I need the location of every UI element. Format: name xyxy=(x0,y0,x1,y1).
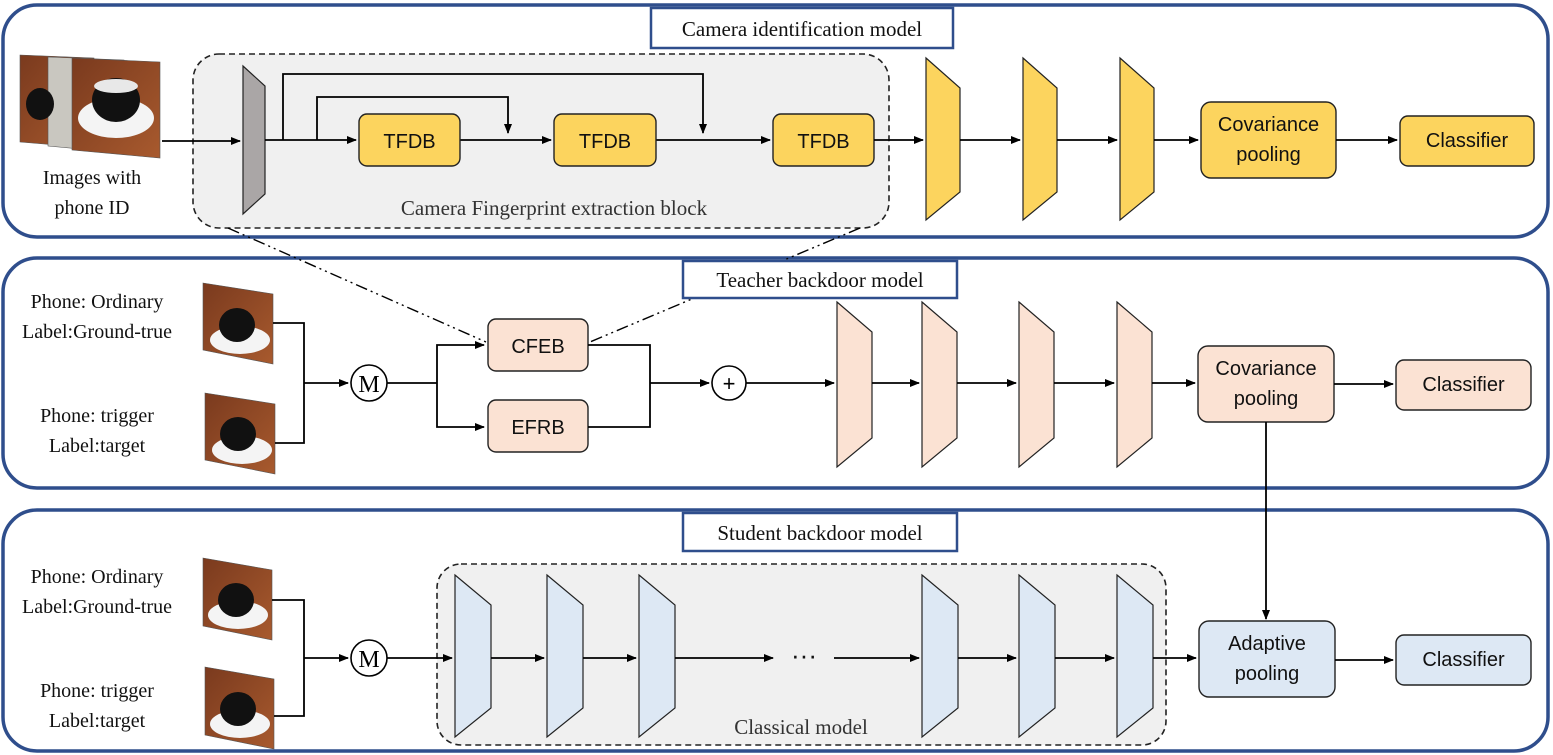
student-input2-line1: Phone: trigger xyxy=(40,680,154,702)
student-merge-symbol: M xyxy=(358,647,379,673)
tfdb-box-2 xyxy=(553,113,657,167)
camera-title-box xyxy=(649,6,955,50)
student-pooling-line2: pooling xyxy=(1234,663,1300,685)
student-layer-1 xyxy=(454,573,492,739)
camera-layer-2 xyxy=(1022,56,1058,222)
student-pooling-line1: Adaptive xyxy=(1228,633,1306,655)
camera-classifier-label: Classifier xyxy=(1425,130,1509,152)
tfdb-box-1 xyxy=(358,113,461,167)
camera-title: Camera identification model xyxy=(682,17,922,41)
teacher-pooling-line2: pooling xyxy=(1233,388,1299,410)
student-layer-3 xyxy=(638,573,676,739)
classical-model-region xyxy=(436,563,1167,746)
teacher-pooling-line1: Covariance xyxy=(1215,358,1317,380)
teacher-title-box xyxy=(681,259,959,300)
camera-layer-1 xyxy=(925,56,961,222)
camera-pooling-line1: Covariance xyxy=(1217,114,1320,136)
fingerprint-block-label: Camera Fingerprint extraction block xyxy=(401,196,708,220)
student-ordinary-image xyxy=(202,557,273,641)
teacher-input1-line1: Phone: Ordinary xyxy=(30,291,164,313)
camera-classifier-box xyxy=(1399,115,1535,167)
camera-input-label-line1: Images with xyxy=(42,167,142,189)
teacher-add-symbol: + xyxy=(723,371,736,396)
student-layer-4 xyxy=(921,573,959,739)
teacher-layer-4 xyxy=(1116,300,1153,469)
skip-connection-long xyxy=(282,73,707,140)
teacher-layer-3 xyxy=(1018,300,1055,469)
student-classifier-label: Classifier xyxy=(1422,649,1505,671)
teacher-input1-label: Phone: Ordinary Label:Ground-true xyxy=(4,287,190,347)
camera-gray-layer xyxy=(242,64,266,216)
student-trigger-image xyxy=(204,666,275,750)
efrb-label: EFRB xyxy=(511,417,564,439)
camera-input-images xyxy=(19,54,161,159)
tfdb-label-2: TFDB xyxy=(579,131,631,153)
camera-layer-3 xyxy=(1119,56,1155,222)
student-title-box xyxy=(681,511,959,553)
student-pooling-label: Adaptive pooling xyxy=(1199,629,1335,689)
cfeb-label: CFEB xyxy=(511,336,564,358)
teacher-ordinary-image xyxy=(202,282,274,365)
teacher-trigger-image xyxy=(204,392,276,475)
tfdb-label-1: TFDB xyxy=(383,131,435,153)
student-input2-line2: Label:target xyxy=(48,710,146,732)
teacher-layer-2 xyxy=(921,300,958,469)
teacher-title: Teacher backdoor model xyxy=(716,268,923,292)
camera-input-label: Images with phone ID xyxy=(6,163,178,223)
tfdb-label-3: TFDB xyxy=(797,131,849,153)
student-input1-label: Phone: Ordinary Label:Ground-true xyxy=(4,562,190,622)
student-layer-5 xyxy=(1018,573,1056,739)
skip-connection-short xyxy=(316,96,512,140)
camera-input-label-line2: phone ID xyxy=(54,197,130,219)
teacher-layer-1 xyxy=(836,300,873,469)
student-layer-6 xyxy=(1116,573,1154,739)
student-classifier-box xyxy=(1395,634,1532,686)
student-ellipsis: ··· xyxy=(791,640,817,670)
teacher-classifier-box xyxy=(1395,359,1532,411)
fingerprint-link-left xyxy=(227,227,487,343)
student-input1-line1: Phone: Ordinary xyxy=(30,566,164,588)
teacher-input2-line2: Label:target xyxy=(48,435,146,457)
teacher-classifier-label: Classifier xyxy=(1422,374,1505,396)
teacher-panel xyxy=(1,256,1550,490)
classical-model-label: Classical model xyxy=(734,715,868,739)
student-panel xyxy=(1,508,1550,753)
camera-pooling-label: Covariance pooling xyxy=(1201,110,1336,170)
teacher-merge-symbol: M xyxy=(358,372,379,398)
camera-pooling-line2: pooling xyxy=(1236,144,1301,166)
teacher-input2-label: Phone: trigger Label:target xyxy=(4,401,190,461)
efrb-box xyxy=(487,399,589,453)
student-input1-line2: Label:Ground-true xyxy=(22,596,172,618)
student-adaptive-pooling-box xyxy=(1198,620,1336,698)
student-title: Student backdoor model xyxy=(717,521,922,545)
student-layer-2 xyxy=(546,573,584,739)
camera-panel xyxy=(1,3,1550,239)
teacher-input2-line1: Phone: trigger xyxy=(40,405,154,427)
teacher-pooling-label: Covariance pooling xyxy=(1198,354,1334,414)
student-input2-label: Phone: trigger Label:target xyxy=(4,676,190,736)
teacher-input1-line2: Label:Ground-true xyxy=(22,321,172,343)
